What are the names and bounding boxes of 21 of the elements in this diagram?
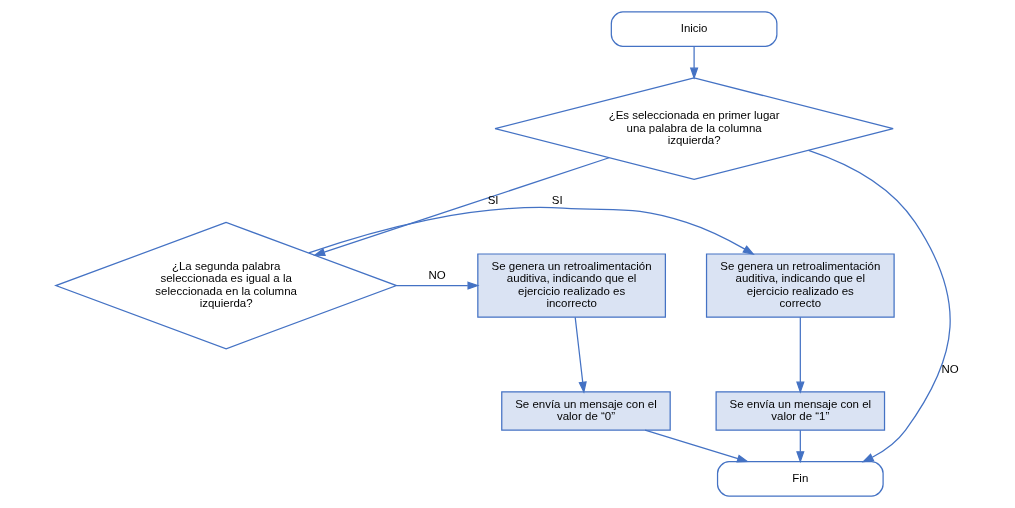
arrow xyxy=(689,46,699,80)
arrow xyxy=(308,206,755,255)
arrow xyxy=(574,316,587,394)
edge-label: SI xyxy=(487,193,499,206)
node-box: Se genera un retroalimentación auditiva, indicando que el ejercicio realizado es incorrecto xyxy=(477,253,666,318)
node-box: Se envía un mensaje con el valor de “1” xyxy=(715,391,886,431)
arrow xyxy=(313,157,610,256)
node-box: Fin xyxy=(716,461,884,497)
edge-label: NO xyxy=(941,363,959,376)
arrow xyxy=(807,149,951,463)
arrow xyxy=(796,429,805,464)
node-diamond: ¿Es seleccionada en primer lugar una palabra de la columna izquierda? xyxy=(494,77,894,180)
node-diamond: ¿La segunda palabra seleccionada es igual a la seleccionada en la columna izquierda? xyxy=(54,221,399,350)
node-box: Inicio xyxy=(610,11,778,47)
node-box: Se genera un retroalimentación auditiva, indicando que el ejercicio realizado es correcto xyxy=(705,253,895,318)
edge-label: SI xyxy=(551,193,563,206)
node-box: Se envía un mensaje con el valor de “0” xyxy=(501,391,671,431)
arrow xyxy=(396,281,480,290)
arrow xyxy=(796,316,805,394)
arrow xyxy=(644,429,750,463)
edge-label: NO xyxy=(428,269,446,282)
